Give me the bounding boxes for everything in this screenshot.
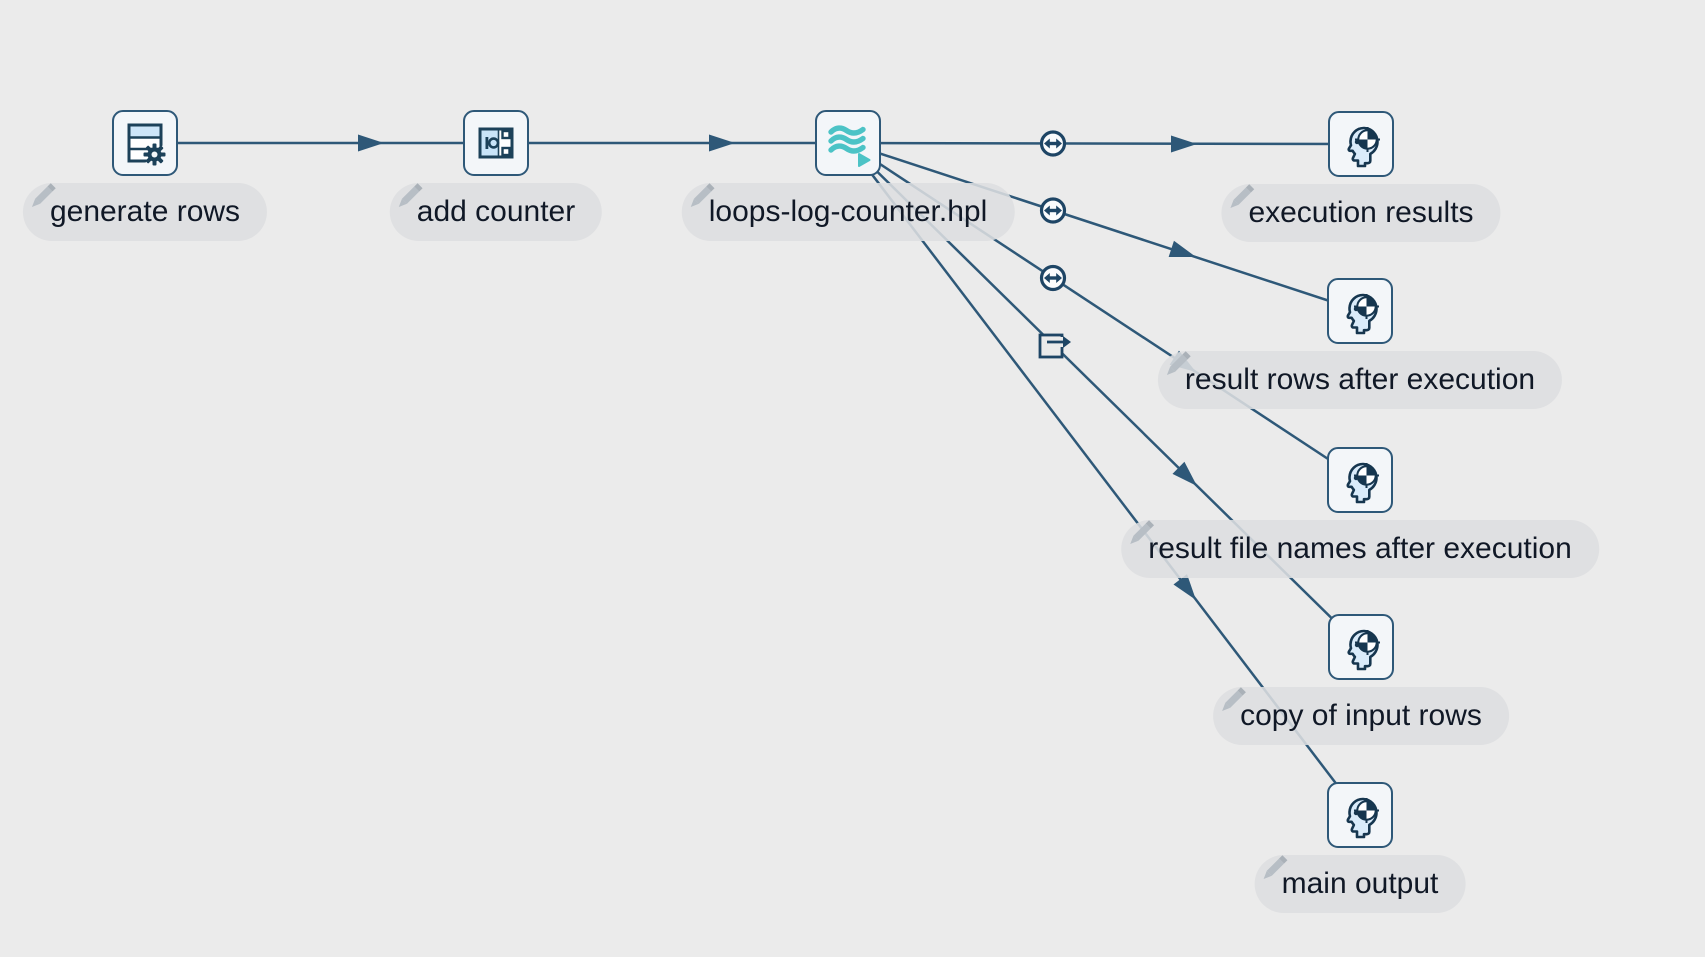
transform-label-text: main output xyxy=(1281,867,1439,900)
pencil-icon[interactable] xyxy=(1162,346,1194,378)
head-target-icon xyxy=(1346,462,1379,504)
transform-label-add-counter[interactable]: add counter xyxy=(389,183,603,241)
transform-node-pipeline-executor[interactable] xyxy=(815,110,881,176)
transform-label-text: add counter xyxy=(416,195,576,228)
transform-node-copy-of-input-rows[interactable] xyxy=(1328,614,1394,680)
transform-label-execution-results[interactable]: execution results xyxy=(1221,184,1501,242)
circle-double-arrow-icon[interactable] xyxy=(1039,197,1067,224)
circle-double-arrow-icon[interactable] xyxy=(1039,130,1067,157)
transform-label-result-rows[interactable]: result rows after execution xyxy=(1157,351,1563,409)
hop-arrowhead-icon xyxy=(358,134,384,152)
pipeline-waves-play-icon xyxy=(828,125,871,167)
transform-label-copy-of-input-rows[interactable]: copy of input rows xyxy=(1213,687,1509,745)
head-target-icon xyxy=(1347,126,1380,168)
head-target-icon xyxy=(1346,797,1379,839)
transform-label-result-file-names[interactable]: result file names after execution xyxy=(1121,520,1599,578)
pencil-icon[interactable] xyxy=(1125,515,1157,547)
transform-node-add-counter[interactable] xyxy=(463,110,529,176)
circle-double-arrow-icon[interactable] xyxy=(1039,264,1067,292)
head-target-icon xyxy=(1346,293,1379,335)
transform-label-text: copy of input rows xyxy=(1240,699,1482,732)
transform-node-generate-rows[interactable] xyxy=(112,110,178,176)
transform-node-result-rows[interactable] xyxy=(1327,278,1393,344)
transform-label-text: execution results xyxy=(1248,196,1474,229)
pencil-icon[interactable] xyxy=(27,178,59,210)
transform-node-main-output[interactable] xyxy=(1327,782,1393,848)
transform-label-text: result rows after execution xyxy=(1184,363,1536,396)
transform-label-text: generate rows xyxy=(49,195,241,228)
pencil-icon[interactable] xyxy=(686,178,718,210)
hop-arrowhead-icon xyxy=(709,134,735,152)
transform-label-text: loops-log-counter.hpl xyxy=(708,195,988,228)
transform-label-pipeline-executor[interactable]: loops-log-counter.hpl xyxy=(681,183,1015,241)
transform-node-result-file-names[interactable] xyxy=(1327,447,1393,513)
transform-label-text: result file names after execution xyxy=(1148,532,1572,565)
transform-label-main-output[interactable]: main output xyxy=(1254,855,1466,913)
hop-arrowhead-icon xyxy=(1170,135,1197,153)
hop-arrowhead-icon xyxy=(1173,574,1196,600)
hop-arrowhead-icon xyxy=(1172,461,1197,486)
counter-io-icon xyxy=(478,127,514,159)
hop-arrowhead-icon xyxy=(1168,240,1196,257)
hop-line-pipeline-to-result-rows[interactable] xyxy=(847,141,1361,313)
transform-label-generate-rows[interactable]: generate rows xyxy=(22,183,268,241)
pencil-icon[interactable] xyxy=(394,178,426,210)
pencil-icon[interactable] xyxy=(1217,682,1249,714)
pencil-icon[interactable] xyxy=(1259,850,1291,882)
square-output-arrow-icon[interactable] xyxy=(1038,333,1071,359)
transform-node-execution-results[interactable] xyxy=(1328,111,1394,177)
pencil-icon[interactable] xyxy=(1225,179,1257,211)
hop-line-pipeline-to-execution-results[interactable] xyxy=(847,141,1362,146)
head-target-icon xyxy=(1347,629,1380,671)
table-rows-gear-icon xyxy=(127,123,169,166)
